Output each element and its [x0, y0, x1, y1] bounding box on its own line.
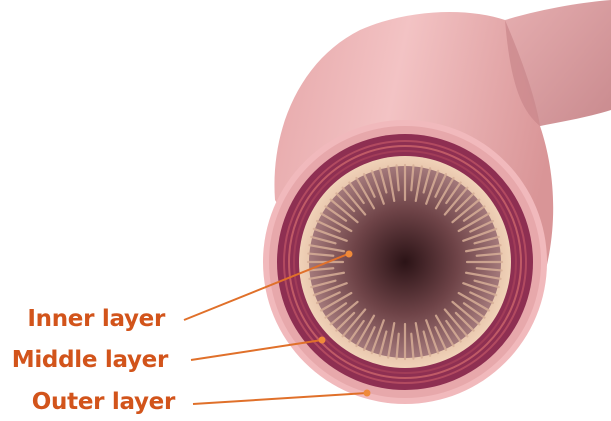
middle-layer-leader-dot — [319, 337, 326, 344]
inner-layer-leader-dot — [346, 251, 353, 258]
vessel-cross-section — [263, 120, 547, 404]
inner-layer-label: Inner layer — [27, 306, 165, 332]
outer-layer-label: Outer layer — [32, 389, 175, 415]
middle-layer-label: Middle layer — [12, 347, 168, 373]
outer-layer-leader-dot — [364, 390, 371, 397]
outer-layer-leader-line — [193, 393, 367, 404]
